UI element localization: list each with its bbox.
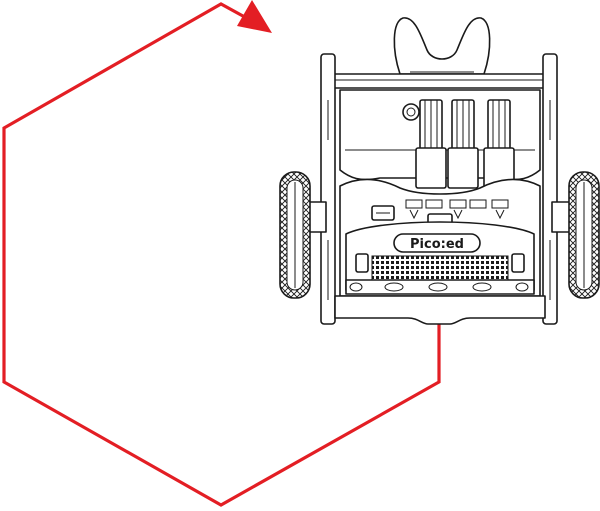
edge-pads [349, 282, 529, 292]
cable-right [483, 99, 515, 189]
servo-cables [415, 99, 515, 189]
robot-handle [393, 17, 491, 75]
route-path [2, 0, 441, 507]
cable-middle [447, 99, 479, 189]
cable-left [415, 99, 447, 189]
route-arrowhead [237, 0, 272, 33]
logo-badge [393, 233, 481, 253]
button-b [511, 253, 525, 273]
wheel-right [568, 171, 600, 299]
button-a [355, 253, 369, 273]
header-pins [405, 199, 509, 220]
standoff-screw [402, 103, 420, 121]
bottom-plate [334, 295, 546, 325]
pico-ed-board: Pico:ed [345, 221, 535, 291]
board-label: Pico:ed [410, 237, 464, 252]
robot-car: Pico:ed [279, 17, 600, 325]
led-matrix [371, 255, 509, 281]
route-line [2, 2, 441, 507]
edge-connector [345, 279, 535, 295]
wheel-left [279, 171, 311, 299]
